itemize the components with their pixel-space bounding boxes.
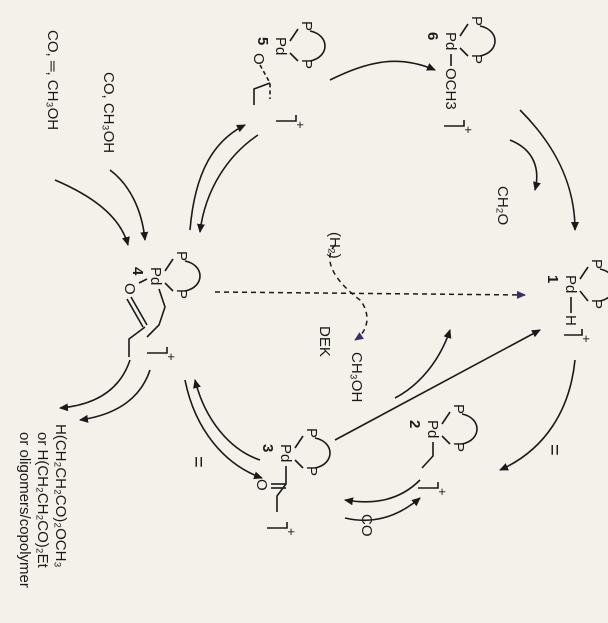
arrow-3-to-1 (334, 329, 541, 441)
complex-4: P P Pd O + 4 (121, 251, 201, 361)
arrow-4-to-3 (184, 379, 263, 480)
arrow-h2-dek-dashed (329, 244, 368, 341)
ligand-p-5b: P (298, 59, 315, 69)
charge-1: + (579, 335, 594, 343)
metal-pd-3: Pd (277, 444, 294, 462)
diphosphine-arc-3 (314, 437, 331, 469)
arrow-1-to-2 (499, 359, 576, 471)
ethyl-2 (421, 442, 434, 469)
arrow-reagents-in-1 (54, 179, 130, 246)
products-list: H(CH₂CH₂CO)₂OCH₃ or H(CH₂CH₂CO)₂Et or ol… (16, 424, 69, 588)
oxygen-4: O (121, 283, 138, 295)
label-3: 3 (259, 444, 276, 452)
reagent-ch3oh: CH₃OH (348, 352, 365, 402)
oxygen-5: O (250, 53, 267, 65)
acyl-chain-3 (276, 466, 287, 512)
hydride-1: H (562, 315, 579, 326)
diphosphine-arc-1 (599, 268, 608, 302)
metal-pd-1: Pd (562, 275, 579, 293)
metal-pd-2: Pd (424, 420, 441, 438)
chelate-chain-4 (146, 288, 166, 338)
arrow-ch2o-out (509, 139, 541, 191)
ligand-p-2b: P (450, 442, 467, 452)
ligand-p-1b: P (588, 299, 605, 309)
complex-1: P P Pd H + 1 (544, 259, 608, 343)
complex-2: P P Pd + 2 (406, 404, 478, 496)
charge-6: + (461, 126, 476, 134)
arrow-4-to-5 (189, 124, 246, 231)
arrow-5-to-4 (196, 134, 259, 233)
charge-3: + (284, 528, 299, 536)
reagent-co: CO (358, 514, 375, 537)
metal-pd-6: Pd (442, 32, 459, 50)
methoxy-6: OCH3 (442, 68, 459, 110)
reagent-ch2o: CH₂O (494, 186, 511, 225)
enolate-5 (259, 64, 271, 99)
diphosphine-arc-4 (184, 260, 201, 292)
ligand-p-5a: P (298, 21, 315, 31)
product-line-2: or H(CH₂CH₂CO)₂Et (34, 432, 51, 569)
arrow-2-to-3 (344, 479, 421, 506)
arrow-products-out-2 (79, 369, 151, 423)
complex-5: P P Pd O + 5 (250, 21, 326, 129)
ligand-p-3a: P (303, 428, 320, 438)
oxygen-3: O (253, 479, 270, 491)
reagent-co-ethylene-methanol: CO, ═, CH₃OH (44, 30, 61, 130)
reagent-dek: DEK (316, 326, 333, 357)
arrow-methanol-in (394, 329, 452, 399)
arrow-3-to-4 (193, 379, 261, 461)
diphosphine-arc-5 (309, 30, 326, 62)
complex-3: P P Pd O + 3 (253, 428, 331, 536)
reagent-ethylene-1: = (543, 444, 565, 456)
metal-pd-4: Pd (147, 267, 164, 285)
diphosphine-arc-6 (479, 25, 496, 57)
metal-pd-5: Pd (272, 37, 289, 55)
ligand-p-4a: P (173, 251, 190, 261)
arrow-4-to-1-dashed (214, 290, 526, 299)
charge-4: + (164, 353, 179, 361)
label-6: 6 (424, 32, 441, 40)
label-5: 5 (254, 37, 271, 45)
reagent-h2: (H₂) (326, 232, 343, 259)
ligand-p-6a: P (468, 16, 485, 26)
reagent-co-methanol: CO, CH₃OH (100, 72, 117, 153)
arrow-3-to-2 (344, 497, 421, 522)
arrow-reagents-in-2 (109, 169, 149, 241)
arrow-6-to-1 (519, 109, 579, 231)
complex-6: P P Pd OCH3 + 6 (424, 16, 496, 134)
product-line-3: or oligomers/copolymer (16, 432, 33, 588)
ligand-p-4b: P (173, 289, 190, 299)
label-1: 1 (544, 275, 561, 283)
charge-5: + (293, 121, 308, 129)
arrow-products-out-1 (59, 359, 131, 412)
label-4: 4 (129, 267, 146, 276)
arrow-5-to-6 (329, 60, 436, 81)
ligand-p-1a: P (588, 259, 605, 269)
ligand-p-3b: P (303, 466, 320, 476)
ligand-p-2a: P (450, 404, 467, 414)
product-line-1: H(CH₂CH₂CO)₂OCH₃ (52, 424, 69, 568)
charge-2: + (435, 488, 450, 496)
diphosphine-arc-2 (461, 413, 478, 445)
reagent-ethylene-2: = (187, 456, 209, 468)
label-2: 2 (406, 420, 423, 428)
ligand-p-6b: P (468, 54, 485, 64)
